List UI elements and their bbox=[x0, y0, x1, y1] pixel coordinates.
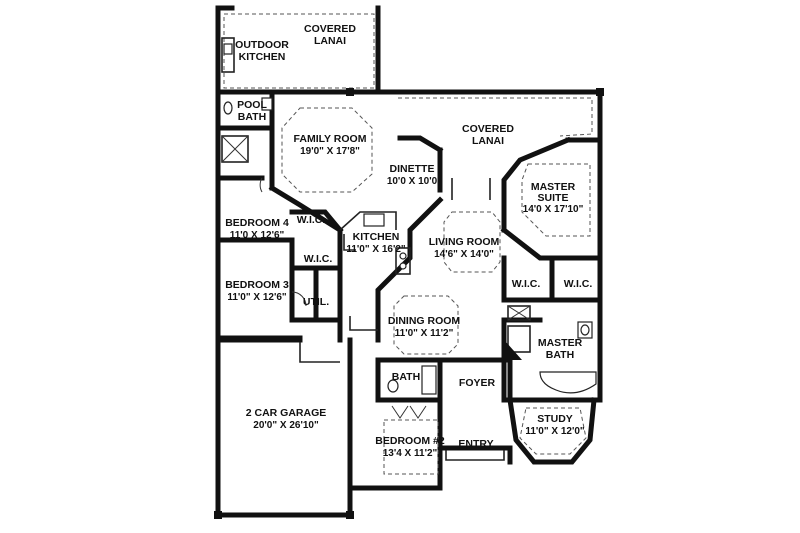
family-room-ceiling bbox=[281, 107, 373, 193]
pool-bath-fixtures bbox=[223, 97, 273, 115]
svg-text:11'0" X 12'6": 11'0" X 12'6" bbox=[227, 292, 287, 303]
svg-text:FOYER: FOYER bbox=[459, 377, 496, 389]
label-pool-bath: POOL BATH bbox=[237, 99, 267, 123]
label-util: UTIL. bbox=[303, 296, 329, 308]
svg-text:DINETTE: DINETTE bbox=[390, 163, 435, 175]
label-entry: ENTRY bbox=[458, 438, 493, 450]
svg-text:LIVING ROOM: LIVING ROOM bbox=[429, 236, 500, 248]
post-lanai bbox=[596, 88, 604, 96]
svg-text:BATH: BATH bbox=[546, 349, 574, 361]
svg-text:11'0" X 16'2": 11'0" X 16'2" bbox=[346, 244, 406, 255]
label-wic-bedroom-4: W.I.C. bbox=[297, 214, 326, 226]
post-right bbox=[346, 511, 354, 519]
label-garage: 2 CAR GARAGE 20'0" X 26'10" bbox=[246, 407, 327, 431]
outdoor-kitchen-counter bbox=[221, 37, 235, 73]
svg-text:OUTDOOR: OUTDOOR bbox=[235, 39, 289, 51]
svg-text:2 CAR GARAGE: 2 CAR GARAGE bbox=[246, 407, 327, 419]
label-study: STUDY 11'0" X 12'0" bbox=[525, 413, 585, 437]
living-room-ceiling bbox=[443, 211, 501, 273]
svg-text:W.I.C.: W.I.C. bbox=[297, 214, 326, 226]
label-wic-bedroom-3: W.I.C. bbox=[304, 253, 333, 265]
bath-fixtures bbox=[387, 365, 437, 395]
master-bath-fixtures bbox=[506, 321, 597, 394]
svg-text:ENTRY: ENTRY bbox=[458, 438, 493, 450]
label-wic-master-right: W.I.C. bbox=[564, 278, 593, 290]
interior-walls bbox=[215, 89, 603, 491]
svg-text:MASTER: MASTER bbox=[531, 181, 576, 193]
svg-text:W.I.C.: W.I.C. bbox=[564, 278, 593, 290]
svg-text:KITCHEN: KITCHEN bbox=[353, 231, 400, 243]
svg-text:11'0 X 12'6": 11'0 X 12'6" bbox=[230, 230, 285, 241]
label-dining-room: DINING ROOM 11'0" X 11'2" bbox=[388, 315, 461, 339]
master-suite-ceiling bbox=[521, 163, 591, 237]
grill-icon bbox=[223, 43, 233, 55]
closet-crosses bbox=[221, 135, 531, 321]
door-marks bbox=[259, 177, 505, 461]
svg-text:POOL: POOL bbox=[237, 99, 267, 111]
svg-text:COVERED: COVERED bbox=[304, 23, 356, 35]
svg-text:14'6" X 14'0": 14'6" X 14'0" bbox=[434, 249, 494, 260]
post-left bbox=[214, 511, 222, 519]
label-foyer: FOYER bbox=[459, 377, 496, 389]
svg-text:11'0" X 12'0": 11'0" X 12'0" bbox=[525, 426, 585, 437]
svg-text:11'0" X 11'2": 11'0" X 11'2" bbox=[395, 328, 454, 339]
svg-text:19'0" X 17'8": 19'0" X 17'8" bbox=[300, 146, 360, 157]
svg-text:BEDROOM 4: BEDROOM 4 bbox=[225, 217, 289, 229]
label-covered-lanai-top: COVERED LANAI bbox=[304, 23, 356, 47]
svg-text:BEDROOM 3: BEDROOM 3 bbox=[225, 279, 289, 291]
svg-text:W.I.C.: W.I.C. bbox=[304, 253, 333, 265]
svg-text:COVERED: COVERED bbox=[462, 123, 514, 135]
svg-text:14'0 X 17'10": 14'0 X 17'10" bbox=[523, 204, 584, 215]
svg-text:10'0 X 10'0: 10'0 X 10'0 bbox=[387, 176, 438, 187]
label-master-suite: MASTER SUITE 14'0 X 17'10" bbox=[523, 181, 584, 215]
lanai-right-outline bbox=[398, 97, 593, 137]
label-bedroom-2: BEDROOM #2 13'4 X 11'2" bbox=[375, 435, 445, 459]
svg-text:13'4 X 11'2": 13'4 X 11'2" bbox=[383, 448, 438, 459]
label-master-bath: MASTER BATH bbox=[538, 337, 583, 361]
kitchen-counters bbox=[339, 211, 411, 275]
svg-text:BATH: BATH bbox=[238, 111, 266, 123]
label-covered-lanai-right: COVERED LANAI bbox=[462, 123, 514, 147]
svg-text:20'0" X 26'10": 20'0" X 26'10" bbox=[253, 420, 319, 431]
svg-text:SUITE: SUITE bbox=[538, 192, 569, 204]
svg-text:MASTER: MASTER bbox=[538, 337, 583, 349]
label-family-room: FAMILY ROOM 19'0" X 17'8" bbox=[294, 133, 367, 157]
svg-text:FAMILY ROOM: FAMILY ROOM bbox=[294, 133, 367, 145]
svg-text:BATH: BATH bbox=[392, 371, 420, 383]
svg-text:KITCHEN: KITCHEN bbox=[239, 51, 286, 63]
study-ceiling bbox=[519, 407, 587, 455]
post-lanai-2 bbox=[346, 88, 354, 96]
svg-text:DINING ROOM: DINING ROOM bbox=[388, 315, 461, 327]
bedroom-2-ceiling bbox=[383, 419, 439, 475]
label-wic-master-left: W.I.C. bbox=[512, 278, 541, 290]
label-bedroom-4: BEDROOM 4 11'0 X 12'6" bbox=[225, 217, 289, 241]
label-bath: BATH bbox=[392, 371, 420, 383]
svg-text:LANAI: LANAI bbox=[472, 135, 504, 147]
svg-text:BEDROOM #2: BEDROOM #2 bbox=[375, 435, 445, 447]
svg-text:LANAI: LANAI bbox=[314, 35, 346, 47]
label-dinette: DINETTE 10'0 X 10'0 bbox=[387, 163, 438, 187]
svg-text:UTIL.: UTIL. bbox=[303, 296, 329, 308]
svg-text:STUDY: STUDY bbox=[537, 413, 573, 425]
label-kitchen: KITCHEN 11'0" X 16'2" bbox=[346, 231, 406, 255]
label-outdoor-kitchen: OUTDOOR KITCHEN bbox=[235, 39, 289, 63]
svg-text:W.I.C.: W.I.C. bbox=[512, 278, 541, 290]
label-living-room: LIVING ROOM 14'6" X 14'0" bbox=[429, 236, 500, 260]
label-bedroom-3: BEDROOM 3 11'0" X 12'6" bbox=[225, 279, 289, 303]
